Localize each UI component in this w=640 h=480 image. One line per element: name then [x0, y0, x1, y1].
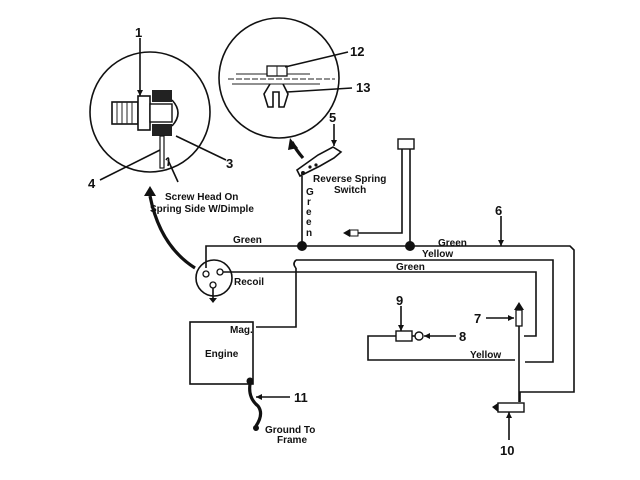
callout-12: 12	[350, 44, 364, 59]
push-clip	[263, 83, 289, 108]
label-green-top-right: Green	[438, 238, 467, 249]
callout-10: 10	[500, 443, 514, 458]
engine-label: Engine	[205, 349, 239, 360]
component-7	[515, 309, 523, 327]
spacer-bottom	[152, 124, 172, 136]
callout-5: 5	[329, 110, 336, 125]
callout-8: 8	[459, 329, 466, 344]
screw-head-label-2: Spring Side W/Dimple	[150, 204, 254, 215]
recoil-connector	[195, 259, 233, 303]
reverse-spring-switch	[288, 124, 343, 178]
svg-text:e: e	[306, 217, 312, 228]
wire-connector-left	[356, 149, 403, 234]
junction-2	[405, 241, 415, 251]
label-yellow-top: Yellow	[422, 249, 453, 260]
recoil-arrow	[148, 195, 196, 270]
label-green-mid: Green	[396, 262, 425, 273]
terminal-tab	[159, 135, 165, 169]
callout-6: 6	[495, 203, 502, 218]
detail-view-bolt	[89, 38, 227, 183]
svg-text:G: G	[306, 187, 314, 198]
component-10	[497, 402, 525, 413]
wire-yellow-bottom	[367, 335, 515, 361]
wire-yellow-outer	[296, 259, 554, 363]
ground-label-2: Frame	[277, 435, 307, 446]
ground-label-1: Ground To	[265, 425, 315, 436]
switch-label-2: Switch	[334, 185, 366, 196]
green-vertical-label: G r e e n	[306, 187, 314, 239]
callout-13: 13	[356, 80, 370, 95]
callout-7: 7	[474, 311, 481, 326]
bolt-threads	[111, 101, 139, 125]
detail-view-clip	[218, 17, 353, 139]
svg-text:e: e	[306, 207, 312, 218]
svg-text:r: r	[307, 197, 311, 208]
spacer-top	[152, 90, 172, 102]
wire-green-mid	[220, 271, 537, 337]
detail-circle-left	[89, 51, 211, 173]
detail-circle-right	[218, 17, 340, 139]
screw-head-label-1: Screw Head On	[165, 192, 238, 203]
callout-4: 4	[88, 176, 96, 191]
nut	[137, 95, 151, 131]
callout-9: 9	[396, 293, 403, 308]
mag-label: Mag.	[230, 325, 253, 336]
component-8	[414, 331, 424, 341]
ground-wire	[248, 383, 263, 427]
connector-block	[397, 138, 415, 150]
callout-3: 3	[226, 156, 233, 171]
junction-1	[297, 241, 307, 251]
svg-text:n: n	[306, 228, 312, 239]
connector-plug	[343, 229, 350, 237]
recoil-label: Recoil	[234, 277, 264, 288]
wire-green-main	[205, 245, 575, 402]
switch-label-1: Reverse Spring	[313, 174, 386, 185]
label-yellow-bottom: Yellow	[470, 350, 501, 361]
callout-1: 1	[135, 25, 142, 40]
label-green-left: Green	[233, 235, 262, 246]
screw-head	[171, 99, 179, 127]
wire-mag	[256, 268, 297, 328]
callout-11: 11	[294, 390, 308, 405]
component-9	[395, 330, 413, 342]
bolt-shank	[149, 103, 173, 123]
engine-block	[189, 321, 254, 385]
